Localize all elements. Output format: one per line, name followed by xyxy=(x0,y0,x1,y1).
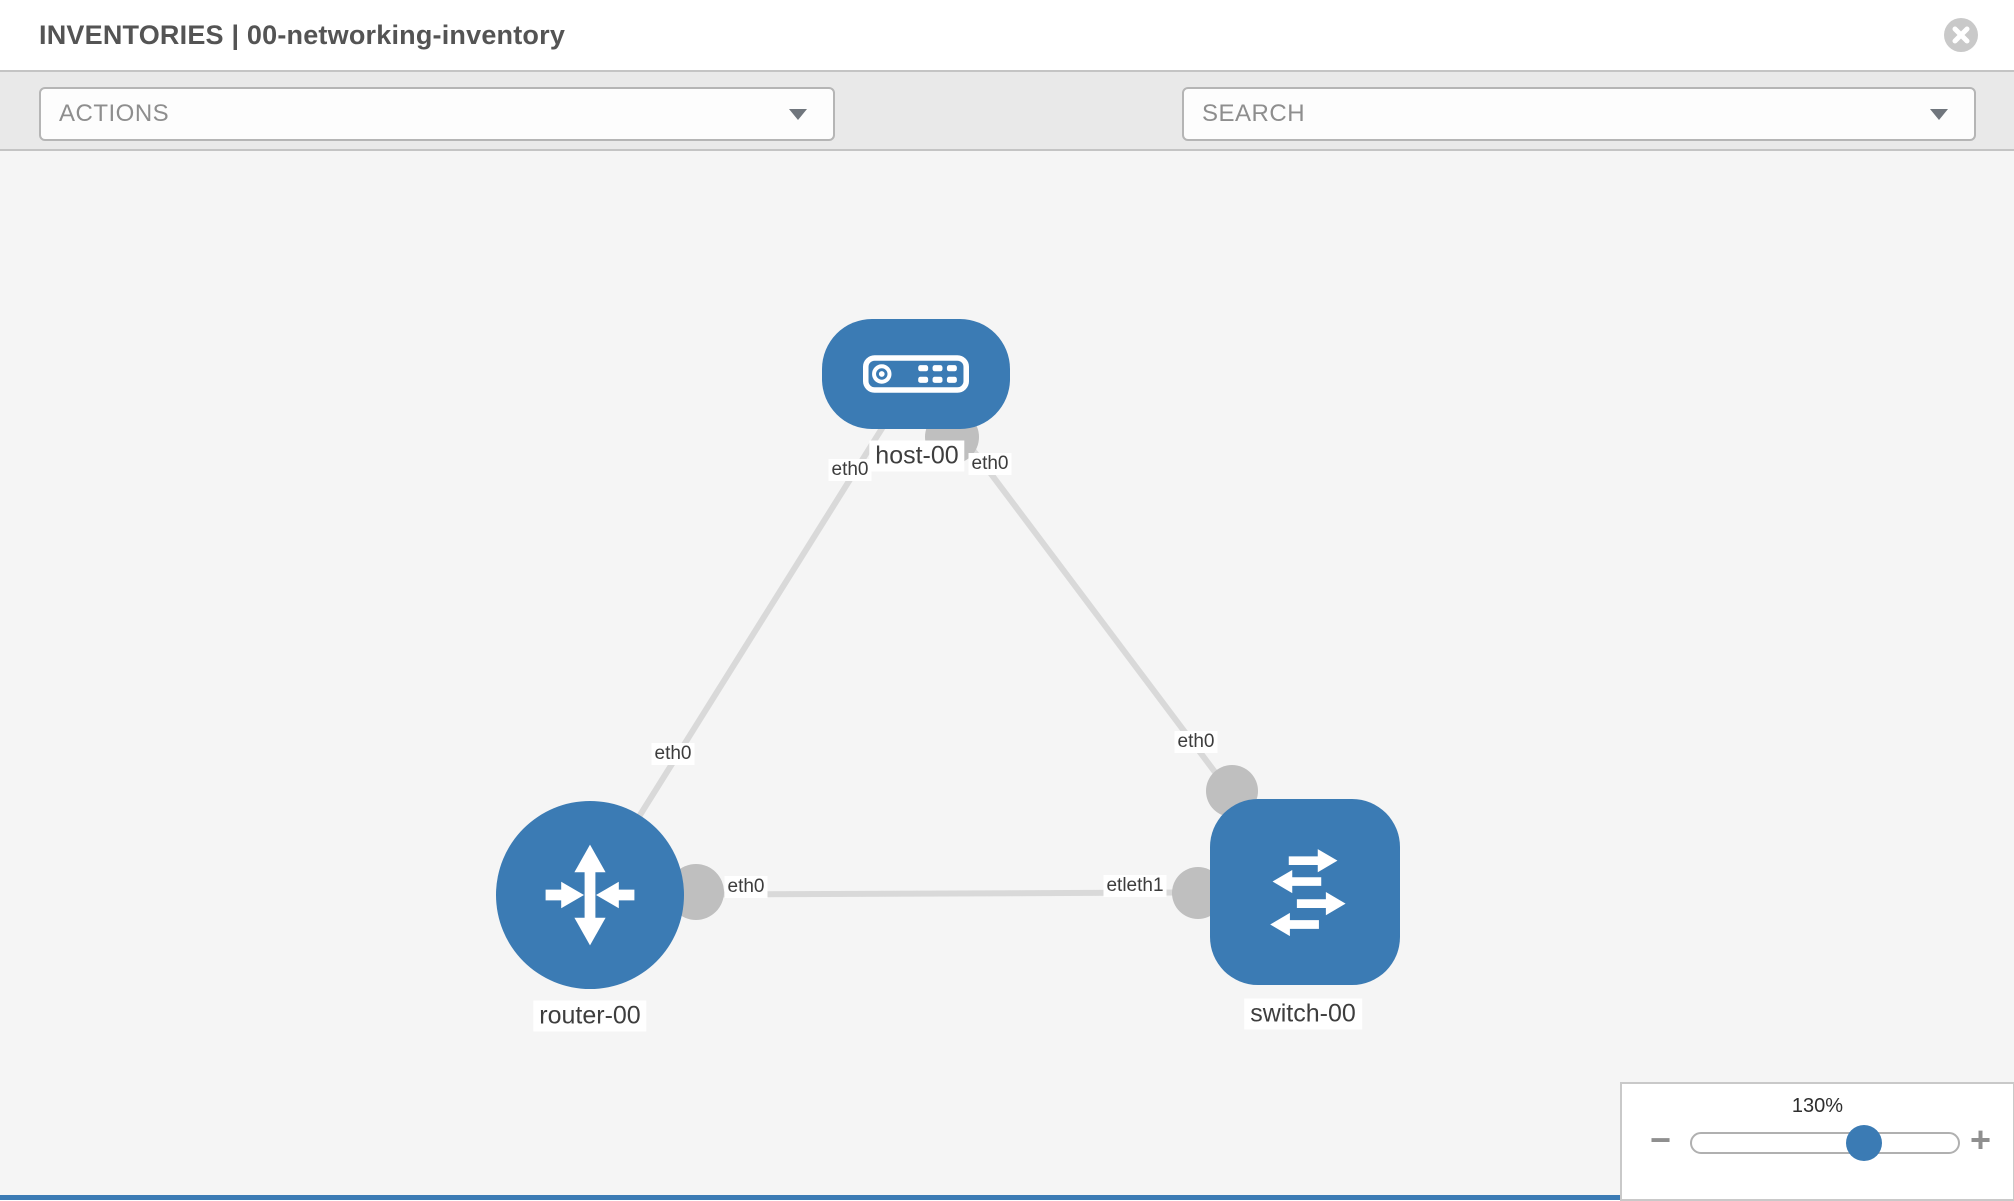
topology-links-layer xyxy=(587,372,1308,920)
zoom-level-value: 130% xyxy=(1791,1095,1844,1117)
node-label-host: host-00 xyxy=(869,440,965,472)
actions-dropdown[interactable]: ACTIONS xyxy=(39,87,835,141)
node-label-router: router-00 xyxy=(533,1000,647,1032)
close-button[interactable] xyxy=(1944,18,1978,52)
search-dropdown[interactable]: SEARCH xyxy=(1182,87,1976,141)
router-icon xyxy=(545,844,635,946)
interface-label: eth0 xyxy=(724,876,768,898)
close-icon xyxy=(1952,26,1970,44)
page-header: INVENTORIES | 00-networking-inventory xyxy=(0,0,2014,72)
search-input-placeholder: SEARCH xyxy=(1202,100,1306,127)
interface-label: eth0 xyxy=(968,453,1012,475)
zoom-out-button[interactable]: − xyxy=(1650,1119,1672,1160)
interface-label: eth0 xyxy=(651,743,695,765)
actions-dropdown-label: ACTIONS xyxy=(59,100,170,127)
switch-icon xyxy=(1270,849,1346,937)
page-title: INVENTORIES | 00-networking-inventory xyxy=(39,19,566,50)
toolbar: ACTIONS SEARCH xyxy=(0,72,2014,207)
host-icon xyxy=(863,355,969,393)
bottom-accent-strip xyxy=(0,1195,2014,1200)
node-label-switch: switch-00 xyxy=(1244,998,1362,1030)
zoom-slider-track[interactable] xyxy=(1690,1132,1960,1154)
chevron-down-icon xyxy=(789,109,807,120)
interface-label: eth0 xyxy=(828,459,872,481)
node-switch-00[interactable] xyxy=(1210,799,1400,985)
node-host-00[interactable] xyxy=(822,319,1010,429)
node-router-00[interactable] xyxy=(496,801,684,989)
interface-label: etleth1 xyxy=(1103,875,1167,897)
zoom-slider-handle[interactable] xyxy=(1846,1125,1882,1161)
topology-canvas[interactable]: host-00 router-00 switch-00 eth0 eth0 et… xyxy=(0,151,2014,1201)
chevron-down-icon xyxy=(1930,109,1948,120)
zoom-in-button[interactable]: + xyxy=(1970,1119,1992,1160)
interface-label: eth0 xyxy=(1174,731,1218,753)
zoom-control-panel: 130% − + xyxy=(1620,1082,2014,1201)
